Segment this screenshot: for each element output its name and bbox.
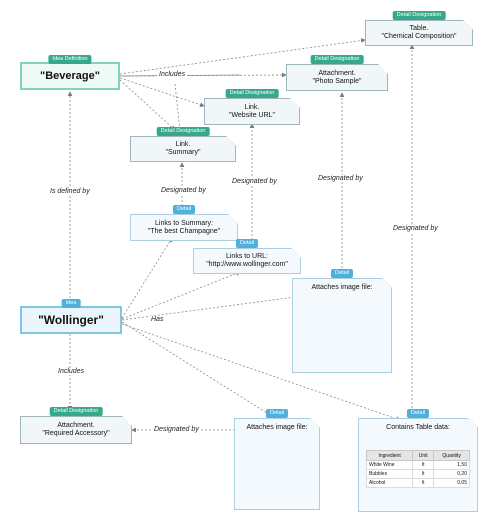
table-designation-line1: Table. xyxy=(409,25,429,32)
idea-definition-beverage[interactable]: Idea Definition "Beverage" xyxy=(20,55,120,90)
edge-includes-summary-2 xyxy=(174,83,182,132)
table-designation-line2: "Chemical Composition" xyxy=(381,33,457,40)
detail-designation-tag: Detail Designation xyxy=(392,11,446,20)
table-cell: 0,05 xyxy=(433,478,470,488)
edge-beverage-website xyxy=(119,77,205,108)
detail-designation-tag: Detail Designation xyxy=(310,55,364,64)
edge-beverage-summary xyxy=(119,79,176,131)
edge-label-is-defined-by: Is defined by xyxy=(48,188,92,195)
attach-image-title: Attaches image file: xyxy=(311,284,373,291)
links-url-line1: Links to URL: xyxy=(225,253,269,260)
photo-designation-line1: Attachment. xyxy=(318,69,356,77)
detail-designation-tag: Detail Designation xyxy=(225,89,279,98)
idea-tag: Idea xyxy=(61,299,81,308)
website-designation-line2: "Website URL" xyxy=(228,111,276,119)
ingredients-table: Ingredient Unit Quantity White Wine lt 1… xyxy=(365,450,470,488)
table-data-title: Contains Table data: xyxy=(386,424,450,431)
beverage-label: "Beverage" xyxy=(40,70,100,82)
detail-tag: Detail xyxy=(172,205,196,214)
edge-label-designated-by-table: Designated by xyxy=(391,225,440,232)
detail-designation-tag: Detail Designation xyxy=(156,127,210,136)
detail-links-summary[interactable]: Links to Summary: "The best Champagne" D… xyxy=(130,205,238,241)
edge-beverage-table xyxy=(119,38,366,75)
edge-has-url xyxy=(121,271,241,320)
detail-tag: Detail xyxy=(265,409,289,418)
edge-label-includes-top: Includes xyxy=(157,71,188,78)
photo-designation-line2: "Photo Sample" xyxy=(312,77,362,85)
detail-designation-website[interactable]: Link. "Website URL" Detail Designation xyxy=(204,89,300,125)
detail-designation-tag: Detail Designation xyxy=(49,407,103,416)
edge-label-includes-bottom: Includes xyxy=(56,368,87,375)
detail-tag: Detail xyxy=(406,409,430,418)
detail-tag: Detail xyxy=(330,269,354,278)
edge-label-designated-by-summary: Designated by xyxy=(159,187,208,194)
table-cell: 1,50 xyxy=(433,460,470,470)
attach-image-title: Attaches image file: xyxy=(246,424,308,431)
table-row: White Wine lt 1,50 xyxy=(365,460,470,470)
detail-attach-image-corkscrew[interactable]: Attaches image file: Detail xyxy=(234,409,320,510)
table-header: Quantity xyxy=(433,450,470,461)
edge-label-has: Has xyxy=(149,316,166,323)
table-cell: Alcohol xyxy=(365,478,414,488)
idea-wollinger[interactable]: Idea "Wollinger" xyxy=(20,299,122,334)
detail-designation-summary[interactable]: Link. "Summary" Detail Designation xyxy=(130,127,236,162)
detail-links-url[interactable]: Links to URL: "http://www.wollinger.com"… xyxy=(193,239,301,274)
edge-label-designated-by-accessory: Designated by xyxy=(152,426,201,433)
accessory-designation-line2: "Required Accessory" xyxy=(42,430,110,437)
table-cell: White Wine xyxy=(365,460,414,470)
links-url-line2[interactable]: "http://www.wollinger.com" xyxy=(206,261,288,268)
edge-label-designated-by-photo: Designated by xyxy=(316,175,365,182)
edge-has-summary xyxy=(121,237,173,319)
summary-designation-line2: "Summary" xyxy=(165,149,201,156)
table-header: Unit xyxy=(412,450,435,461)
detail-designation-photo[interactable]: Attachment. "Photo Sample" Detail Design… xyxy=(286,55,388,91)
links-summary-line2[interactable]: "The best Champagne" xyxy=(147,227,221,235)
website-designation-line1: Link. xyxy=(244,103,260,111)
table-cell: lt xyxy=(412,478,435,488)
detail-designation-accessory[interactable]: Attachment. "Required Accessory" Detail … xyxy=(20,407,132,444)
summary-designation-line1: Link. xyxy=(175,141,191,148)
edge-label-designated-by-url: Designated by xyxy=(230,178,279,185)
table-row: Bubbles lt 0,20 xyxy=(365,469,470,479)
table-cell: 0,20 xyxy=(433,469,470,479)
edge-has-table xyxy=(121,323,401,421)
accessory-designation-line1: Attachment. xyxy=(57,422,95,429)
table-row: Alcohol lt 0,05 xyxy=(365,478,470,488)
detail-tag: Detail xyxy=(235,239,259,248)
detail-attach-image-champagne[interactable]: Attaches image file: Detail xyxy=(292,269,392,373)
table-cell: lt xyxy=(412,469,435,479)
idea-definition-tag: Idea Definition xyxy=(48,55,92,64)
detail-designation-table[interactable]: Table. "Chemical Composition" Detail Des… xyxy=(365,11,473,46)
table-cell: Bubbles xyxy=(365,469,414,479)
edge-has-image2 xyxy=(121,321,276,419)
wollinger-label: "Wollinger" xyxy=(38,313,104,327)
links-summary-line1: Links to Summary: xyxy=(155,219,213,227)
table-header: Ingredient xyxy=(365,450,414,461)
table-cell: lt xyxy=(412,460,435,470)
